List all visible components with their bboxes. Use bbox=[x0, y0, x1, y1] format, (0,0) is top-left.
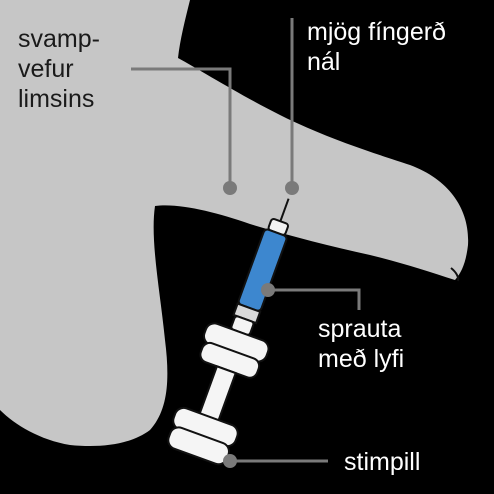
label-syringe: sprauta með lyfi bbox=[318, 314, 404, 374]
syringe-barrel bbox=[238, 228, 288, 311]
syringe-leader-line bbox=[268, 290, 359, 310]
needle-leader-dot bbox=[285, 181, 299, 195]
plunger-rod bbox=[199, 366, 236, 422]
tissue-leader-dot bbox=[223, 181, 237, 195]
label-plunger: stimpill bbox=[344, 447, 420, 477]
label-tissue: svamp- vefur limsins bbox=[18, 24, 100, 114]
plunger-leader-dot bbox=[223, 454, 237, 468]
label-needle: mjög fíngerð nál bbox=[307, 17, 446, 77]
syringe-leader-dot bbox=[261, 283, 275, 297]
